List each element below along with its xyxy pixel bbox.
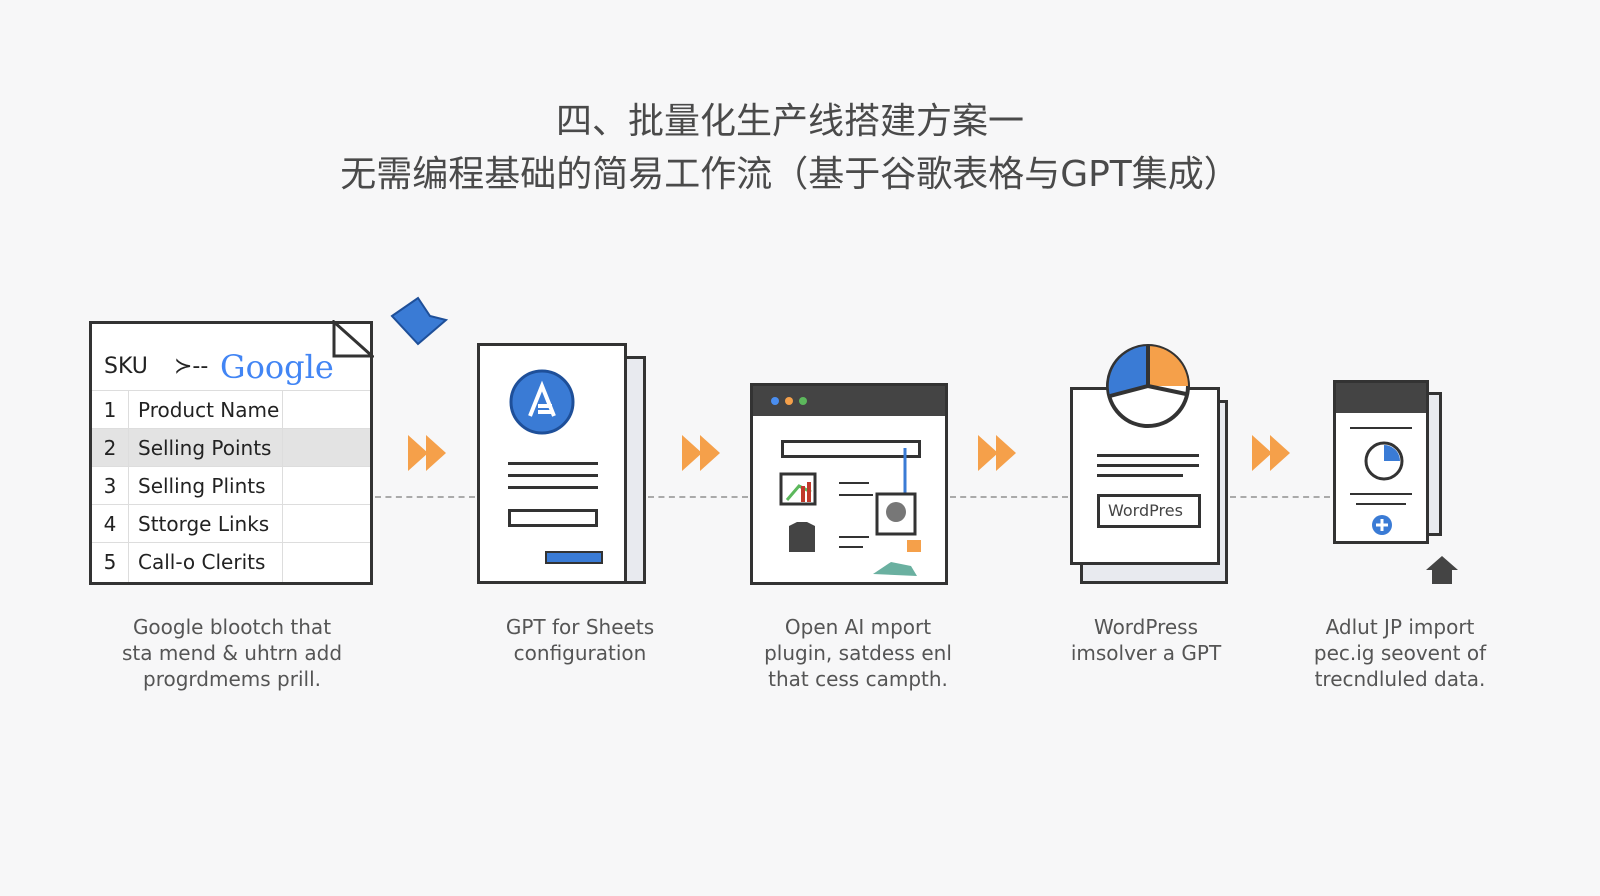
row-label: Selling Points xyxy=(138,435,272,460)
blue-button xyxy=(545,551,603,564)
table-row[interactable]: 5 Call-o Clerits xyxy=(92,542,370,580)
table-row[interactable]: 1 Product Name xyxy=(92,390,370,428)
upload-icon xyxy=(1426,556,1458,584)
row-number: 1 xyxy=(103,397,117,422)
arrow-right-icon xyxy=(1252,435,1290,471)
gpt-logo-icon xyxy=(509,369,575,435)
table-row[interactable]: 2 Selling Points xyxy=(92,428,370,466)
plugin-browser-window xyxy=(750,383,948,585)
connector-line xyxy=(1230,496,1330,498)
browser-titlebar xyxy=(753,386,945,416)
connector-line xyxy=(950,496,1068,498)
product-image-icon xyxy=(873,448,921,576)
arrow-right-icon xyxy=(682,435,720,471)
gpt-document xyxy=(477,343,627,584)
row-number: 5 xyxy=(103,549,117,574)
row-label: Call-o Clerits xyxy=(138,549,266,574)
table-row[interactable]: 4 Sttorge Links xyxy=(92,504,370,542)
input-field xyxy=(508,509,598,527)
row-label: Product Name xyxy=(138,397,280,422)
wordpress-button[interactable]: WordPres xyxy=(1097,494,1201,528)
spreadsheet-card: SKU ≻-- Google 1 Product Name 2 Selling Po… xyxy=(89,321,373,585)
flag-icon xyxy=(390,296,449,346)
row-label: Sttorge Links xyxy=(138,511,270,536)
google-logo: Google xyxy=(220,348,334,386)
pie-chart-icon xyxy=(1106,344,1190,428)
title-line-1: 四、批量化生产线搭建方案一 xyxy=(555,101,1024,142)
bar-chart-icon xyxy=(779,472,817,506)
page-fold-icon xyxy=(332,320,374,358)
arrow-right-icon xyxy=(978,435,1016,471)
connector-line xyxy=(648,496,748,498)
table-row[interactable]: 3 Selling Plints xyxy=(92,466,370,504)
sheet-connector: ≻-- xyxy=(174,354,209,379)
arrow-right-icon xyxy=(408,435,446,471)
row-number: 3 xyxy=(103,473,117,498)
shirt-icon xyxy=(789,522,815,552)
clock-chart-icon xyxy=(1364,441,1404,481)
title-line-2: 无需编程基础的简易工作流（基于谷歌表格与GPT集成） xyxy=(340,154,1240,195)
sheet-header: SKU xyxy=(104,354,148,379)
wordpress-document: WordPres xyxy=(1070,387,1220,565)
add-icon[interactable] xyxy=(1370,513,1394,537)
connector-line xyxy=(375,496,475,498)
import-document xyxy=(1333,380,1429,544)
row-number: 4 xyxy=(103,511,117,536)
row-number: 2 xyxy=(103,435,117,460)
row-label: Selling Plints xyxy=(138,473,266,498)
